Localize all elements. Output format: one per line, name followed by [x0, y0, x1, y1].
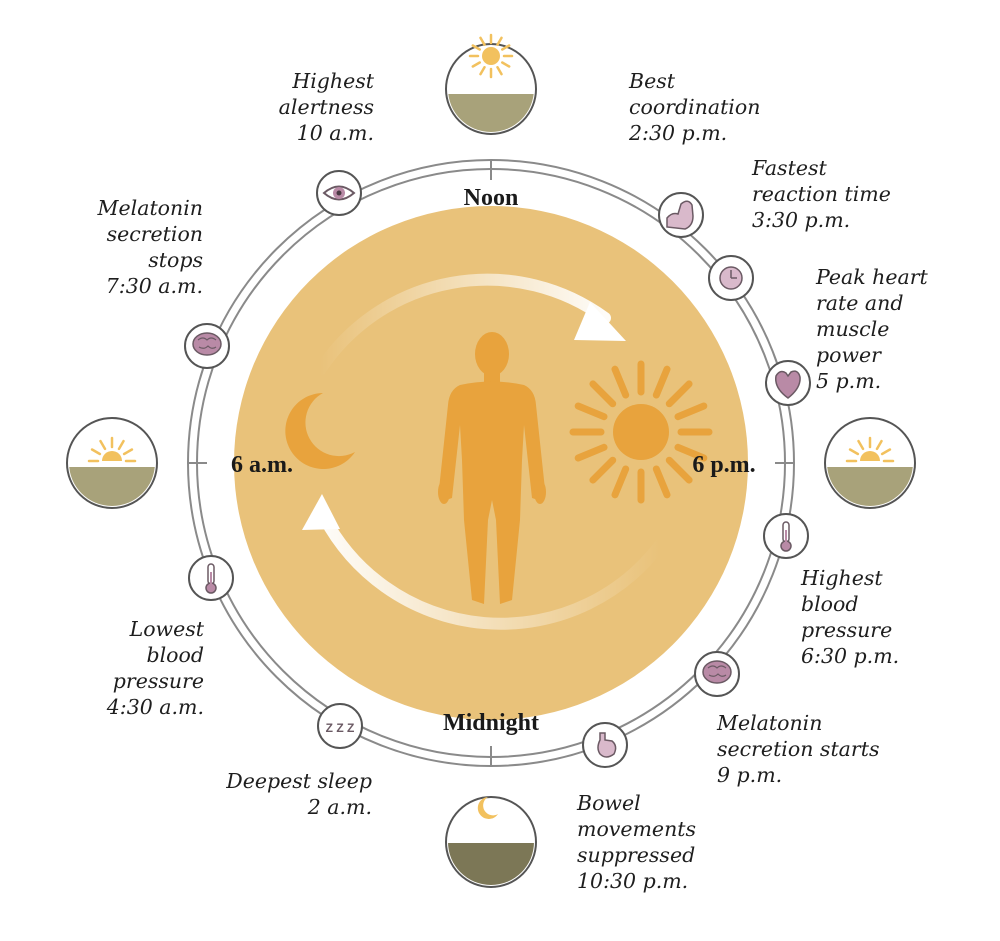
sun-ray — [117, 439, 125, 451]
arm-muscle-icon — [658, 192, 704, 238]
sun-ray — [574, 402, 608, 421]
clock-icon — [708, 255, 754, 301]
sun-high-horizon-icon — [445, 33, 537, 135]
sun-ray — [652, 465, 671, 499]
sunrise-horizon-icon — [66, 417, 158, 509]
clockwise-arrow-bottom — [302, 494, 666, 630]
hour-label-midnight: Midnight — [443, 710, 539, 736]
label-line: Lowest — [129, 617, 204, 641]
clockwise-arrow-top — [314, 273, 626, 376]
label-line: reaction time — [752, 182, 891, 206]
label-line: pressure — [112, 669, 204, 693]
label-line: 3:30 p.m. — [752, 208, 851, 232]
sun-ray — [848, 448, 860, 456]
label-line: Deepest sleep — [226, 769, 372, 793]
sun-ray — [99, 439, 107, 451]
sun-ray — [471, 61, 481, 68]
sun-ray — [674, 402, 708, 421]
zzz-text: Z Z Z — [326, 721, 355, 735]
label-line: 7:30 a.m. — [105, 274, 203, 298]
hour-label-six-am: 6 a.m. — [231, 452, 293, 478]
sunset-horizon-icon — [824, 417, 916, 509]
sun-ray — [479, 66, 486, 76]
label-line: 9 p.m. — [717, 763, 783, 787]
zzz-icon: Z Z Z — [317, 703, 363, 749]
sun-ray — [875, 439, 883, 451]
sun-ray — [496, 66, 503, 76]
label-line: Highest — [292, 69, 374, 93]
label-line: Melatonin — [717, 711, 823, 735]
label-line: stops — [148, 248, 203, 272]
sun-ray — [857, 439, 865, 451]
hour-label-six-pm: 6 p.m. — [692, 452, 755, 478]
label-line: 4:30 a.m. — [106, 695, 204, 719]
human-figure-icon — [438, 332, 546, 604]
label-line: muscle — [816, 317, 890, 341]
moon-horizon-icon — [445, 796, 537, 888]
thermometer-icon — [188, 555, 234, 601]
sun-icon — [569, 360, 713, 504]
brain-icon — [694, 651, 740, 697]
label-line: secretion — [106, 222, 203, 246]
label-line: blood — [801, 592, 859, 616]
label-line: Fastest — [752, 156, 827, 180]
label-line: blood — [146, 643, 205, 667]
label-line: Bowel — [577, 791, 641, 815]
label-line: suppressed — [577, 843, 696, 867]
sun-ray — [479, 36, 486, 46]
label-line: alertness — [278, 95, 374, 119]
sun-ray — [611, 365, 630, 399]
label-line: secretion starts — [717, 737, 880, 761]
hour-label-noon: Noon — [464, 185, 519, 211]
label-line: 10:30 p.m. — [577, 869, 689, 893]
label-line: Best — [629, 69, 675, 93]
sun-ray — [665, 380, 693, 408]
label-line: Peak heart — [816, 265, 928, 289]
label-line: Highest — [801, 566, 883, 590]
label-line: 2:30 p.m. — [629, 121, 728, 145]
label-line: pressure — [801, 618, 893, 642]
label-line: power — [816, 343, 881, 367]
label-line: 5 p.m. — [816, 369, 882, 393]
sun-ray — [665, 456, 693, 484]
sun-ray — [471, 44, 481, 51]
sun-ray — [652, 365, 671, 399]
thermometer-icon — [763, 513, 809, 559]
label-line: rate and — [816, 291, 904, 315]
stomach-icon — [582, 722, 628, 768]
sun-ray — [589, 380, 617, 408]
sun-ray — [674, 443, 708, 462]
label-line: Melatonin — [97, 196, 203, 220]
label-line: coordination — [629, 95, 761, 119]
sun-ray — [589, 456, 617, 484]
sun-ray — [501, 61, 511, 68]
heart-icon — [765, 360, 811, 406]
sun-ray — [122, 448, 134, 456]
moon-icon — [285, 393, 355, 469]
sun-ray — [880, 448, 892, 456]
label-line: 2 a.m. — [307, 795, 372, 819]
sun-ray — [611, 465, 630, 499]
sun-ray — [501, 44, 511, 51]
brain-icon — [184, 323, 230, 369]
label-line: 10 a.m. — [296, 121, 374, 145]
label-line: movements — [577, 817, 697, 841]
label-line: 6:30 p.m. — [801, 644, 900, 668]
sun-ray — [90, 448, 102, 456]
sun-ray — [574, 443, 608, 462]
eye-icon — [316, 170, 362, 216]
sun-ray — [496, 36, 503, 46]
